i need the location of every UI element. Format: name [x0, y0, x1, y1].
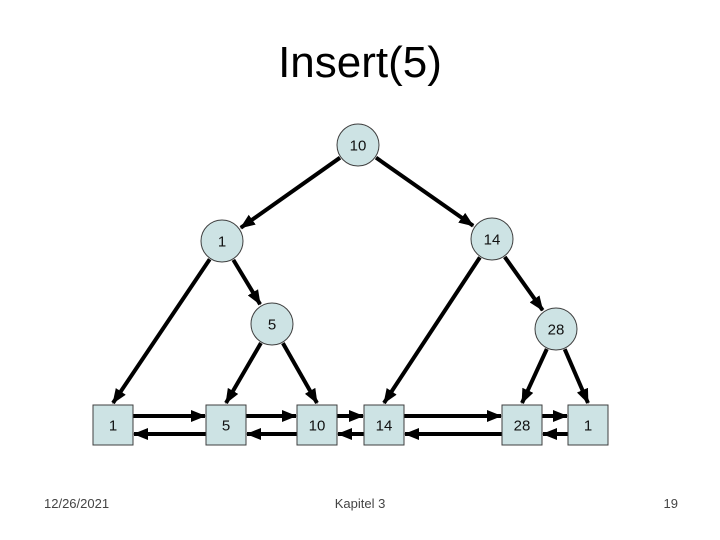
- list-node-label: 28: [514, 418, 531, 435]
- edge-n14-to-b14: [382, 256, 482, 405]
- edge-n10-to-n14: [374, 155, 475, 228]
- list-node-b10: [296, 404, 338, 446]
- edge-n5-to-b10: [281, 342, 319, 404]
- tree-node-1: [200, 219, 244, 263]
- tree-node-label: 10: [350, 138, 367, 155]
- edge-n28-to-b1r: [562, 348, 590, 404]
- edge-n1-to-n5: [231, 258, 262, 306]
- list-node-label: 5: [222, 418, 230, 435]
- list-node-label: 10: [309, 418, 326, 435]
- tree-node-10: [336, 123, 380, 167]
- edge-n28-to-b28: [520, 348, 549, 404]
- list-node-b14: [363, 404, 405, 446]
- footer-chapter: Kapitel 3: [334, 496, 386, 511]
- edge-n14-to-n28: [503, 255, 545, 312]
- tree-node-label: 14: [484, 232, 501, 249]
- list-node-b5: [205, 404, 247, 446]
- edge-n1-to-b1: [111, 258, 212, 405]
- list-node-label: 1: [109, 418, 117, 435]
- tree-node-14: [470, 217, 514, 261]
- edge-n10-to-n1: [239, 156, 342, 230]
- footer-date: 12/26/2021: [44, 496, 110, 511]
- tree-node-label: 28: [548, 322, 565, 339]
- footer-page-number: 19: [663, 496, 678, 511]
- tree-node-5: [250, 302, 294, 346]
- slide-title: Insert(5): [278, 38, 442, 87]
- list-node-label: 14: [376, 418, 393, 435]
- edge-n5-to-b5: [224, 342, 263, 405]
- list-node-b1: [92, 404, 134, 446]
- list-node-label: 1: [584, 418, 592, 435]
- list-node-b28: [501, 404, 543, 446]
- tree-node-label: 1: [218, 234, 226, 251]
- list-node-b1r: [567, 404, 609, 446]
- tree-node-28: [534, 307, 578, 351]
- tree-node-label: 5: [268, 317, 276, 334]
